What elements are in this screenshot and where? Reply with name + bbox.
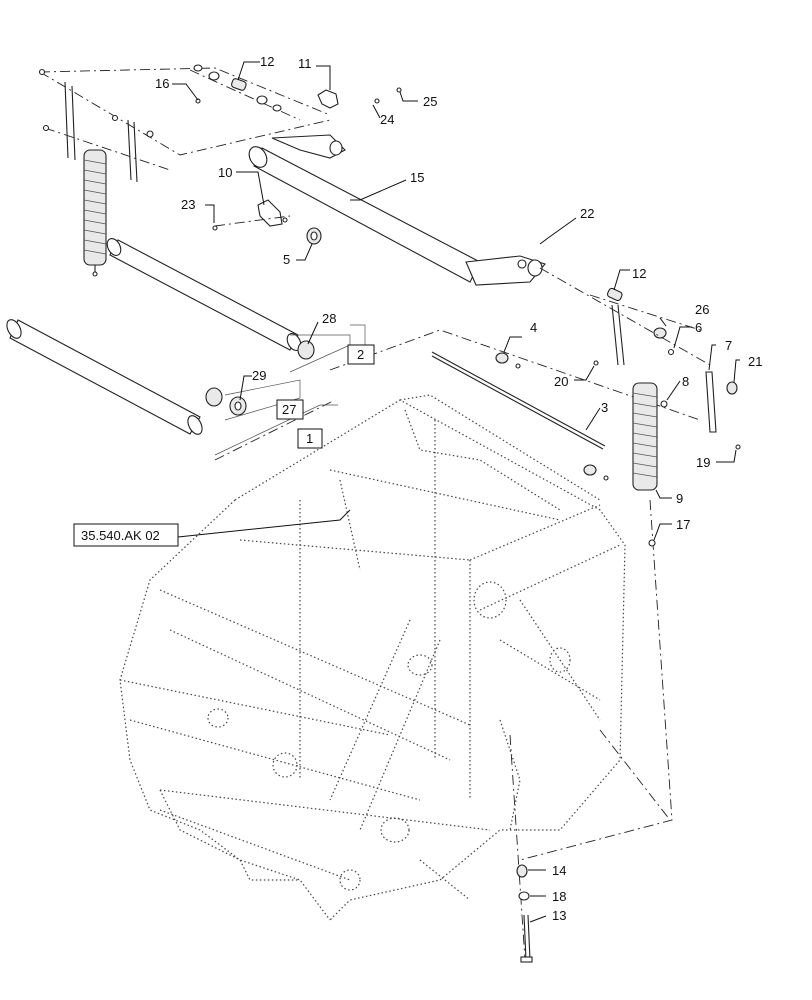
callout-24[interactable]: 24 [380,112,394,127]
kit-box-1[interactable]: 1 [297,428,323,449]
callout-16[interactable]: 16 [155,76,169,91]
reference-box[interactable]: 35.540.AK 02 [73,523,179,547]
kit-box-2[interactable]: 2 [347,344,375,365]
right-spring-assembly [539,267,741,547]
callout-22[interactable]: 22 [580,206,594,221]
callout-28[interactable]: 28 [322,311,336,326]
callout-15[interactable]: 15 [410,170,424,185]
kit-box-1-label[interactable]: 1 [306,431,313,446]
callout-8[interactable]: 8 [682,374,689,389]
callout-20[interactable]: 20 [554,374,568,389]
callout-9[interactable]: 9 [676,491,683,506]
callout-labels: 16 12 11 25 24 10 15 23 22 5 12 28 26 4 … [155,54,762,923]
callout-6[interactable]: 6 [695,320,702,335]
kit-box-27-label[interactable]: 27 [282,402,296,417]
upper-left-bracket-assembly [38,67,331,183]
callout-11[interactable]: 11 [298,56,312,71]
main-tube [248,134,546,286]
left-spring [83,149,107,277]
callout-13[interactable]: 13 [552,908,566,923]
callout-12-right[interactable]: 12 [632,266,646,281]
leader-lines [172,61,740,923]
roller-lower [6,319,247,435]
kit-boundary-lines [214,294,701,961]
callout-7[interactable]: 7 [725,338,732,353]
callout-4[interactable]: 4 [530,320,537,335]
kit-box-27[interactable]: 27 [276,399,304,420]
callout-10[interactable]: 10 [218,165,232,180]
bottom-bolt-stack [516,864,533,963]
callout-21[interactable]: 21 [748,354,762,369]
callout-26[interactable]: 26 [695,302,709,317]
bracket-and-washer [212,199,322,245]
callout-25[interactable]: 25 [423,94,437,109]
callout-12-upper[interactable]: 12 [260,54,274,69]
callout-18[interactable]: 18 [552,889,566,904]
reference-label[interactable]: 35.540.AK 02 [81,528,160,543]
callout-3[interactable]: 3 [601,400,608,415]
rod-and-washers [431,351,609,481]
upper-hardware [189,64,402,121]
kit-box-2-label[interactable]: 2 [357,347,364,362]
callout-5[interactable]: 5 [283,252,290,267]
callout-14[interactable]: 14 [552,863,566,878]
callout-19[interactable]: 19 [696,455,710,470]
roller-upper [106,238,315,360]
callout-17[interactable]: 17 [676,517,690,532]
callout-29[interactable]: 29 [252,368,266,383]
baler-frame [119,394,626,921]
callout-23[interactable]: 23 [181,197,195,212]
